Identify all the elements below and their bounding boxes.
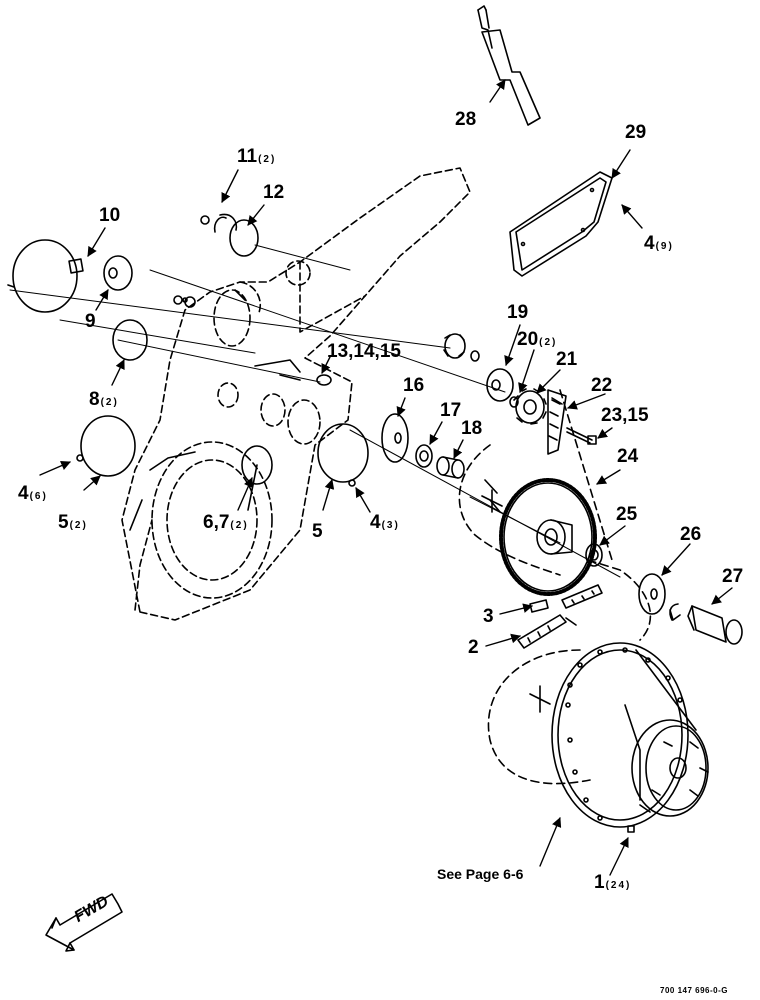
label-part-13-14-15: 13,14,15 <box>327 341 401 362</box>
label-part-3: 3 <box>483 606 494 627</box>
label-part-12: 12 <box>263 182 285 203</box>
forward-arrow <box>45 893 123 952</box>
part-5-cover-right <box>317 423 369 487</box>
label-part-11: 11(2) <box>237 146 277 167</box>
label-part-5: 5 <box>312 521 323 542</box>
centre-marks <box>481 397 563 713</box>
part-25-bearing <box>585 543 603 567</box>
label-part-4-qty-6: 4(6) <box>18 483 48 504</box>
label-part-4-qty-3: 4(3) <box>370 512 400 533</box>
shaft-hardware <box>173 295 332 386</box>
part-28-drive-shaft <box>477 5 541 126</box>
label-part-26: 26 <box>680 524 702 545</box>
part-16-washer <box>381 413 409 463</box>
callout-leaders <box>39 79 733 876</box>
label-part-25: 25 <box>616 504 638 525</box>
part-19-plate <box>486 368 514 402</box>
label-part-8: 8(2) <box>89 389 119 410</box>
part-23-bolt <box>566 427 597 445</box>
part-17-bearing <box>415 444 433 468</box>
label-part-18: 18 <box>461 418 483 439</box>
part-1-flange-hub <box>551 642 709 833</box>
small-sprocket <box>443 333 480 362</box>
label-part-27: 27 <box>722 566 744 587</box>
part-26-washer <box>638 573 681 621</box>
part-29-cover-plate <box>509 171 613 277</box>
part-18-spacer <box>436 456 465 479</box>
label-part-10: 10 <box>99 205 121 226</box>
part-5-cover-left <box>76 415 136 477</box>
label-part-20: 20(2) <box>517 329 558 350</box>
label-part-4-qty-9: 4(9) <box>644 233 674 254</box>
drive-chain-loop <box>458 389 652 785</box>
see-page-note: See Page 6-6 <box>437 866 524 882</box>
label-part-19: 19 <box>507 302 529 323</box>
label-part-6-7: 6,7(2) <box>203 512 249 533</box>
part-2-3-chain <box>517 584 603 649</box>
label-part-22: 22 <box>591 375 613 396</box>
part-11-12-bearing <box>200 213 259 257</box>
label-part-16: 16 <box>403 375 425 396</box>
housing-solid-edges <box>129 289 301 531</box>
label-part-23-15: 23,15 <box>601 405 649 426</box>
label-part-21: 21 <box>556 349 578 370</box>
label-part-28: 28 <box>455 109 477 130</box>
label-part-1: 1(24) <box>594 872 632 893</box>
part-22-chain <box>547 389 567 455</box>
label-part-17: 17 <box>440 400 462 421</box>
part-8-cover <box>112 319 148 361</box>
part-20-21-sprocket <box>509 388 547 425</box>
part-cover-left-upper <box>7 239 133 313</box>
drawing-code: 700 147 696-0-G <box>660 986 728 995</box>
label-part-9: 9 <box>85 311 96 332</box>
label-part-29: 29 <box>625 122 647 143</box>
label-part-24: 24 <box>617 446 639 467</box>
label-part-2: 2 <box>468 637 479 658</box>
shaft-axis-lines <box>9 244 621 578</box>
label-part-5-qty-2: 5(2) <box>58 512 88 533</box>
part-27-pin <box>687 605 743 645</box>
part-24-large-sprocket <box>484 478 597 596</box>
